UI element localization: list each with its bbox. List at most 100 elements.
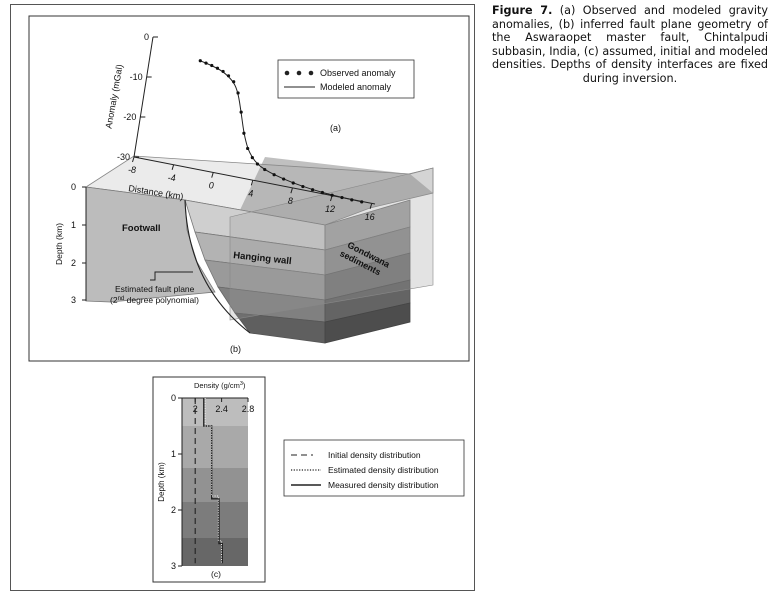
legend-observed-dot-1 xyxy=(284,70,290,76)
estimated-density-line xyxy=(204,398,223,564)
figure-frame xyxy=(10,4,475,591)
block-model xyxy=(84,155,434,344)
depth-tick-0: 0 xyxy=(71,182,76,192)
density-layer-5 xyxy=(182,538,248,566)
anomaly-y-tick-label: 0 xyxy=(144,32,149,42)
anomaly-x-tick-mark xyxy=(132,156,135,163)
density-title: Density (g/cm3) xyxy=(194,381,246,390)
anomaly-x-tick-mark xyxy=(211,172,214,178)
depth-axis-label-b: Depth (km) xyxy=(54,223,64,265)
observed-anomaly-point xyxy=(246,146,250,151)
caption-label: Figure 7. xyxy=(492,4,553,17)
legend-observed-label: Observed anomaly xyxy=(320,68,396,78)
fault-label-pre: (2 xyxy=(110,295,118,305)
density-layer-2 xyxy=(182,426,248,468)
observed-anomaly-point xyxy=(198,59,202,63)
observed-anomaly-point xyxy=(263,167,267,172)
anomaly-y-axis xyxy=(133,36,154,158)
observed-anomaly-point xyxy=(221,69,225,74)
depth-tick-1: 1 xyxy=(71,220,76,230)
density-title-pre: Density (g/cm xyxy=(194,381,240,390)
anomaly-x-tick-label: 0 xyxy=(209,181,214,191)
observed-anomaly-point xyxy=(360,200,364,204)
observed-anomaly-point xyxy=(210,63,214,68)
panel-b-frame xyxy=(28,15,470,362)
fault-label-line1: Estimated fault plane xyxy=(115,284,195,294)
figure-caption: Figure 7. (a) Observed and modeled gravi… xyxy=(492,4,768,86)
anomaly-y-ticks: 0-10-20-30 xyxy=(117,32,158,162)
anomaly-y-tick-label: -30 xyxy=(117,152,130,162)
density-y-tick-label: 1 xyxy=(171,449,176,459)
density-y-tick-label: 3 xyxy=(171,561,176,571)
observed-anomaly-point xyxy=(310,188,315,192)
observed-anomaly-point xyxy=(204,61,208,65)
observed-anomaly-points xyxy=(198,59,364,204)
anomaly-x-tick-mark xyxy=(290,188,293,194)
legend-observed-dot-2 xyxy=(296,70,302,76)
fault-leader-line xyxy=(150,271,193,281)
density-legend-box xyxy=(283,439,465,497)
anomaly-x-ticks: -8 -4 0 4 8 12 16 xyxy=(128,156,375,222)
observed-anomaly-point xyxy=(291,181,295,185)
observed-anomaly-point xyxy=(272,173,276,177)
observed-anomaly-point xyxy=(330,193,334,197)
anomaly-y-tick-label: -10 xyxy=(130,72,143,82)
anomaly-shadow xyxy=(240,157,433,225)
legend-observed-dot-3 xyxy=(308,70,314,76)
depth-axis-b: 0 1 2 3 Depth (km) xyxy=(54,182,87,305)
density-layer-3 xyxy=(182,468,248,502)
observed-anomaly-point xyxy=(320,190,324,195)
observed-anomaly-point xyxy=(236,91,240,95)
fault-plane-curve xyxy=(184,199,251,334)
density-legend: Initial density distribution Estimated d… xyxy=(283,439,465,497)
anomaly-x-tick-label: -8 xyxy=(128,165,136,175)
legend-modeled-label: Modeled anomaly xyxy=(320,82,392,92)
caption-text: (a) Observed and modeled gravity anomali… xyxy=(492,4,768,85)
density-depth-label: Depth (km) xyxy=(157,462,166,502)
panel-b-label: (b) xyxy=(230,344,241,354)
anomaly-x-tick-label: 16 xyxy=(365,212,375,222)
depth-tick-2: 2 xyxy=(71,258,76,268)
anomaly-x-tick-label: 8 xyxy=(288,196,293,206)
density-title-post: ) xyxy=(243,381,246,390)
observed-anomaly-point xyxy=(242,131,246,135)
anomaly-x-tick-mark xyxy=(330,195,333,202)
fault-label-sup: nd xyxy=(118,296,125,302)
observed-anomaly-point xyxy=(350,198,354,202)
anomaly-x-tick-mark xyxy=(250,180,254,186)
density-title-sup: 3 xyxy=(240,381,243,387)
density-layer-1 xyxy=(182,398,248,426)
density-layer-4 xyxy=(182,502,248,538)
observed-anomaly-point xyxy=(215,66,220,70)
density-y-tick-label: 0 xyxy=(171,393,176,403)
panel-c-label: (c) xyxy=(211,569,221,579)
legend-initial-label: Initial density distribution xyxy=(328,450,421,460)
anomaly-x-tick-label: 12 xyxy=(325,204,335,214)
panel-a-label: (a) xyxy=(330,123,341,133)
depth-tick-3: 3 xyxy=(71,295,76,305)
density-y-tick-label: 2 xyxy=(171,505,176,515)
observed-anomaly-point xyxy=(239,110,243,114)
anomaly-x-tick-label: -4 xyxy=(168,173,176,183)
legend-measured-label: Measured density distribution xyxy=(328,480,439,490)
observed-anomaly-point xyxy=(340,195,344,200)
side-layer-5 xyxy=(324,302,411,344)
anomaly-x-tick-label: 4 xyxy=(248,188,253,198)
anomaly-x-tick-mark xyxy=(171,164,175,170)
observed-anomaly-point xyxy=(255,162,260,166)
anomaly-legend-box xyxy=(277,59,415,99)
density-x-tick-label: 2.4 xyxy=(215,404,228,414)
anomaly-x-tick-mark xyxy=(369,203,373,209)
density-x-tick-label: 2.8 xyxy=(242,404,255,414)
observed-anomaly-point xyxy=(301,184,305,189)
fault-label-line2: (2nd degree polynomial) xyxy=(110,295,199,305)
observed-anomaly-point xyxy=(250,156,254,160)
observed-anomaly-point xyxy=(232,80,236,84)
observed-anomaly-point xyxy=(226,74,231,78)
anomaly-y-label: Anomaly (mGal) xyxy=(103,64,124,130)
observed-anomaly-point xyxy=(282,177,286,181)
footwall-label: Footwall xyxy=(122,223,161,234)
